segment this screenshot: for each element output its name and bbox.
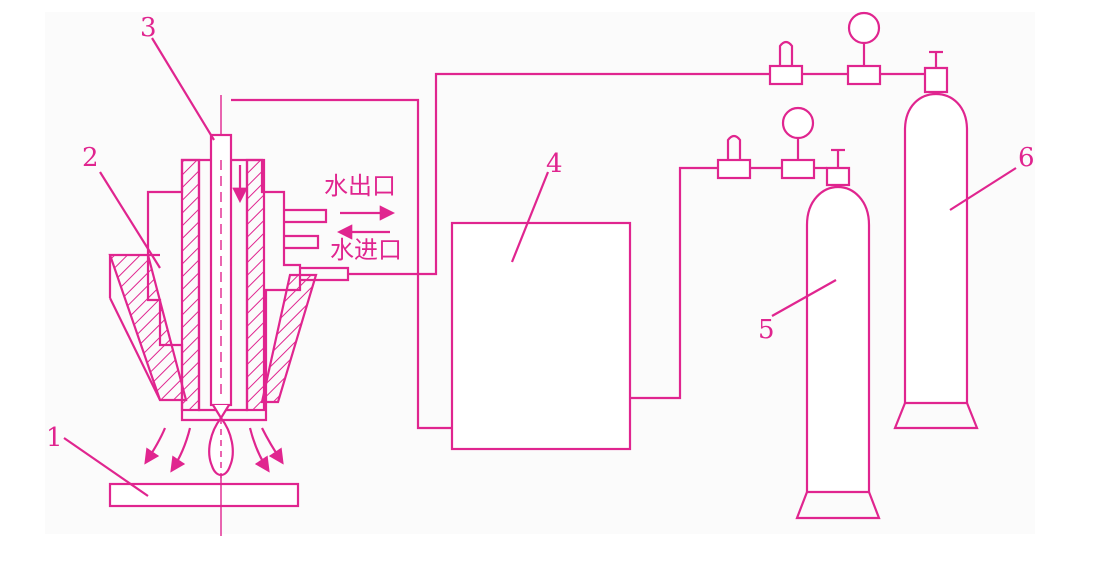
wire-supply-to-cylinder-5	[630, 166, 718, 400]
gauge-6-base	[846, 64, 882, 86]
label-3: 3	[140, 13, 157, 43]
inner-wall-right	[245, 158, 266, 412]
leader-4	[510, 171, 550, 263]
leader-1	[63, 437, 149, 497]
label-6: 6	[1018, 143, 1035, 173]
leader-2	[99, 171, 161, 269]
water-out-port	[284, 208, 328, 224]
pressure-gauge-6	[847, 11, 881, 45]
gas-cylinder-5	[795, 148, 881, 520]
valve-5-knob	[726, 134, 742, 160]
electrode	[209, 133, 233, 407]
leader-6	[949, 167, 1017, 211]
pressure-gauge-5	[781, 106, 815, 140]
label-4: 4	[546, 149, 563, 179]
exhaust-arrow-3	[248, 427, 270, 473]
label-1: 1	[46, 423, 63, 453]
leader-3	[151, 37, 215, 141]
water-in-port	[284, 234, 320, 250]
gas-cylinder-6	[893, 50, 979, 430]
exhaust-arrow-2	[170, 427, 192, 473]
valve-6	[768, 64, 804, 86]
leader-5	[771, 279, 837, 317]
valve-6-knob	[778, 40, 794, 66]
power-supply	[450, 221, 632, 451]
torch-body	[146, 158, 302, 422]
label-5: 5	[758, 315, 775, 345]
outer-nozzle-outline	[108, 255, 161, 401]
wire-electrode-to-supply	[231, 98, 452, 430]
exhaust-arrow-4	[261, 427, 284, 465]
valve-5	[716, 158, 752, 180]
water-outlet-label: 水出口	[324, 172, 396, 200]
gauge-5-base	[780, 158, 816, 180]
wire-nozzle-to-gas-line	[348, 72, 770, 276]
label-2: 2	[82, 143, 99, 173]
inner-wall-left	[180, 158, 201, 412]
exhaust-arrow-1	[144, 427, 167, 465]
water-inlet-label: 水进口	[330, 236, 402, 264]
workpiece	[108, 482, 300, 508]
outer-nozzle-right-wall	[260, 273, 318, 404]
